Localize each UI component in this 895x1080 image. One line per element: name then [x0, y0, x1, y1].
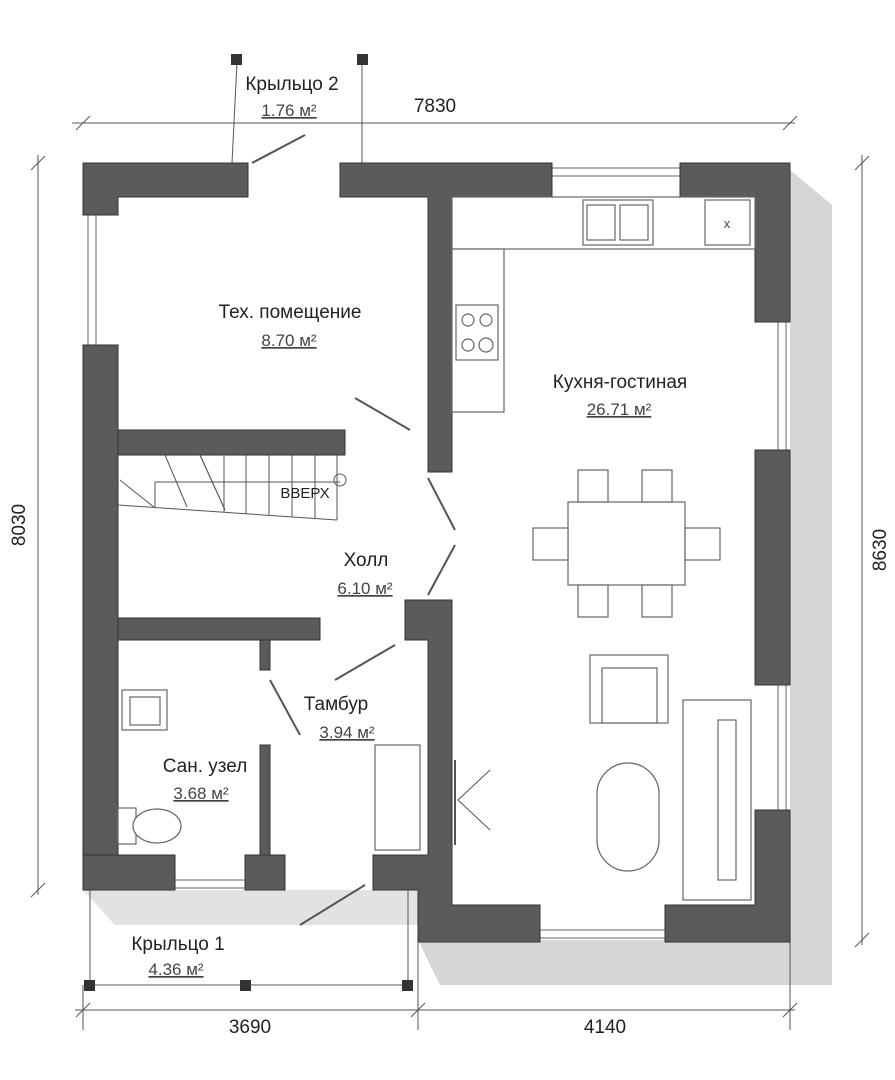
svg-text:7830: 7830 [414, 96, 456, 117]
svg-text:Тамбур: Тамбур [304, 694, 369, 715]
porch-1: Крыльцо 1 4.36 м² [84, 890, 413, 991]
kitchen-furniture: x [451, 196, 756, 901]
svg-text:26.71 м²: 26.71 м² [587, 400, 652, 419]
svg-text:ВВЕРХ: ВВЕРХ [280, 485, 329, 502]
room-tech: Тех. помещение 8.70 м² [219, 302, 362, 350]
dimension-bottom: 3690 4140 [75, 940, 798, 1038]
dimension-right: 8630 [854, 155, 891, 948]
room-vestibule: Тамбур 3.94 м² [304, 694, 375, 742]
building-shadow [418, 170, 832, 985]
svg-text:3.94 м²: 3.94 м² [319, 723, 374, 742]
svg-text:Крыльцо 2: Крыльцо 2 [245, 74, 338, 95]
svg-text:6.10 м²: 6.10 м² [337, 579, 392, 598]
staircase: ВВЕРХ [117, 454, 347, 521]
dimension-top: 7830 [72, 96, 798, 131]
svg-text:3690: 3690 [229, 1017, 271, 1038]
room-kitchen-living: Кухня-гостиная 26.71 м² [553, 372, 687, 419]
svg-text:8.70 м²: 8.70 м² [261, 331, 316, 350]
room-hall: Холл 6.10 м² [337, 550, 392, 598]
svg-text:8630: 8630 [870, 529, 891, 571]
svg-text:4.36 м²: 4.36 м² [148, 960, 203, 979]
bathroom-fixtures [117, 689, 421, 851]
svg-text:8030: 8030 [9, 504, 30, 546]
walls [82, 162, 791, 943]
svg-text:Сан. узел: Сан. узел [163, 756, 248, 777]
svg-text:x: x [724, 216, 731, 231]
svg-text:Кухня-гостиная: Кухня-гостиная [553, 372, 687, 393]
doors [251, 134, 491, 926]
building-shadow-left [83, 890, 418, 925]
svg-text:4140: 4140 [584, 1017, 626, 1038]
porch-2: Крыльцо 2 1.76 м² [231, 54, 368, 164]
room-bathroom: Сан. узел 3.68 м² [163, 756, 248, 803]
svg-text:1.76 м²: 1.76 м² [261, 101, 316, 120]
svg-text:Крыльцо 1: Крыльцо 1 [131, 934, 224, 955]
svg-text:3.68 м²: 3.68 м² [173, 784, 228, 803]
dimension-left: 8030 [9, 155, 46, 898]
svg-text:Холл: Холл [344, 550, 389, 571]
svg-text:Тех. помещение: Тех. помещение [219, 302, 362, 323]
